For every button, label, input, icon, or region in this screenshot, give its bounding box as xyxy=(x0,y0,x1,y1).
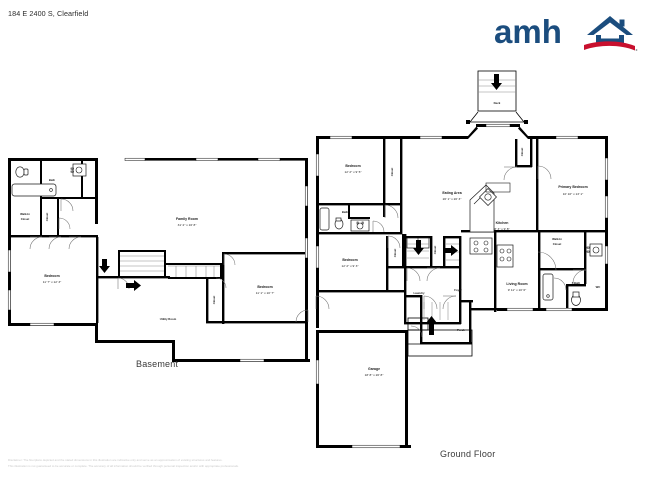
label-laundry: Laundry xyxy=(413,291,424,295)
label-wc: WC xyxy=(596,285,601,289)
ground-windows xyxy=(315,123,609,449)
basement-caption: Basement xyxy=(136,359,179,369)
amh-logo: amh xyxy=(494,13,638,51)
label-basement-bedroom-2: Bedroom xyxy=(257,285,272,289)
label-ground-bedroom-2: Bedroom xyxy=(342,258,357,262)
disclaimer-block: Disclaimer: The floorplans depicted and … xyxy=(8,458,338,469)
dim-kitchen: 8' 3" x 9' 8" xyxy=(494,227,509,231)
label-eating-area: Eating Area xyxy=(442,191,461,195)
label-basement-bath: Bath xyxy=(49,178,56,182)
label-primary-bedroom: Primary Bedroom xyxy=(558,185,587,189)
basement-stairs xyxy=(120,255,220,277)
basement-door-swings xyxy=(29,198,309,323)
basement-windows xyxy=(7,157,308,362)
kitchen-fixtures xyxy=(469,182,514,268)
basement-plan: Bath Walk-In Closet Closet Bedroom 11' 7… xyxy=(7,157,310,362)
house-roof-icon xyxy=(587,16,633,43)
logo-swoosh xyxy=(584,41,635,51)
ground-bath-fixtures xyxy=(319,207,370,232)
label-porch: Porch xyxy=(457,328,465,332)
dim-basement-bedroom-2: 11' 1" x 10' 7" xyxy=(256,291,274,295)
logo-wordmark: amh xyxy=(494,13,562,50)
dim-eating-area: 20' 1" x 20' 3" xyxy=(443,197,462,201)
label-garage: Garage xyxy=(368,367,380,371)
dim-living-room: 9' 11" x 10' 6" xyxy=(508,288,526,292)
label-basement-closet: Closet xyxy=(45,213,49,222)
ground-floor-plan: Deck xyxy=(315,70,609,449)
label-walkin-g1: Walk-In xyxy=(552,237,562,241)
dim-family-room: 31' 2" x 16' 8" xyxy=(178,223,197,227)
dim-basement-bedroom-1: 11' 7" x 12' 3" xyxy=(43,280,61,284)
label-basement-walkin-2: Closet xyxy=(21,217,30,221)
label-ground-closet-1: Closet xyxy=(390,168,394,177)
label-basement-closet-2: Closet xyxy=(212,296,216,305)
property-address: 184 E 2400 S, Clearfield xyxy=(8,9,89,18)
deck-structure: Deck xyxy=(466,70,528,124)
ground-room-labels: Bedroom 12' 2" x 9' 5" Closet Bath Eatin… xyxy=(342,148,601,377)
basement-room-labels: Bath Walk-In Closet Closet Bedroom 11' 7… xyxy=(20,178,274,321)
basement-stair-arrows xyxy=(99,259,141,291)
dim-primary-bedroom: 10' 10" x 13' 1" xyxy=(563,192,583,196)
fbath-wc-fixtures xyxy=(542,243,603,306)
disclaimer-line-2: This illustration is not guaranteed to b… xyxy=(8,463,239,468)
logo-registered-mark xyxy=(635,49,638,51)
label-living-room: Living Room xyxy=(506,282,527,286)
dim-ground-bedroom-2: 12' 2" x 9' 3" xyxy=(342,264,359,268)
label-f-bath: F.Bath xyxy=(572,281,581,285)
label-kitchen: Kitchen xyxy=(496,221,509,225)
label-utility-room: Utility Room xyxy=(160,317,177,321)
dim-garage: 18' 8" x 20' 8" xyxy=(365,373,384,377)
label-foyer: Foyer xyxy=(454,288,463,292)
ground-thin-lines xyxy=(407,317,473,357)
ground-door-swings xyxy=(315,165,587,338)
label-ground-closet-2: Closet xyxy=(393,249,397,258)
dim-ground-bedroom-1b: 12' 2" x 9' 5" xyxy=(345,170,362,174)
ground-stair-arrows xyxy=(413,240,458,335)
label-closet-primary: Closet xyxy=(520,148,524,157)
label-ground-closet-3: Closet xyxy=(433,246,437,255)
label-walkin-g2: Closet xyxy=(553,242,562,246)
ground-floor-caption: Ground Floor xyxy=(440,449,496,459)
label-ground-bath: Bath xyxy=(342,210,349,214)
label-ground-bedroom-1: Bedroom xyxy=(345,164,360,168)
label-deck: Deck xyxy=(494,101,501,105)
disclaimer-line-1: Disclaimer: The floorplans depicted and … xyxy=(8,458,223,462)
label-basement-bedroom-1: Bedroom xyxy=(44,274,59,278)
label-family-room: Family Room xyxy=(176,217,198,221)
basement-bath-fixtures xyxy=(11,163,87,197)
label-basement-walkin-1: Walk-In xyxy=(20,212,30,216)
